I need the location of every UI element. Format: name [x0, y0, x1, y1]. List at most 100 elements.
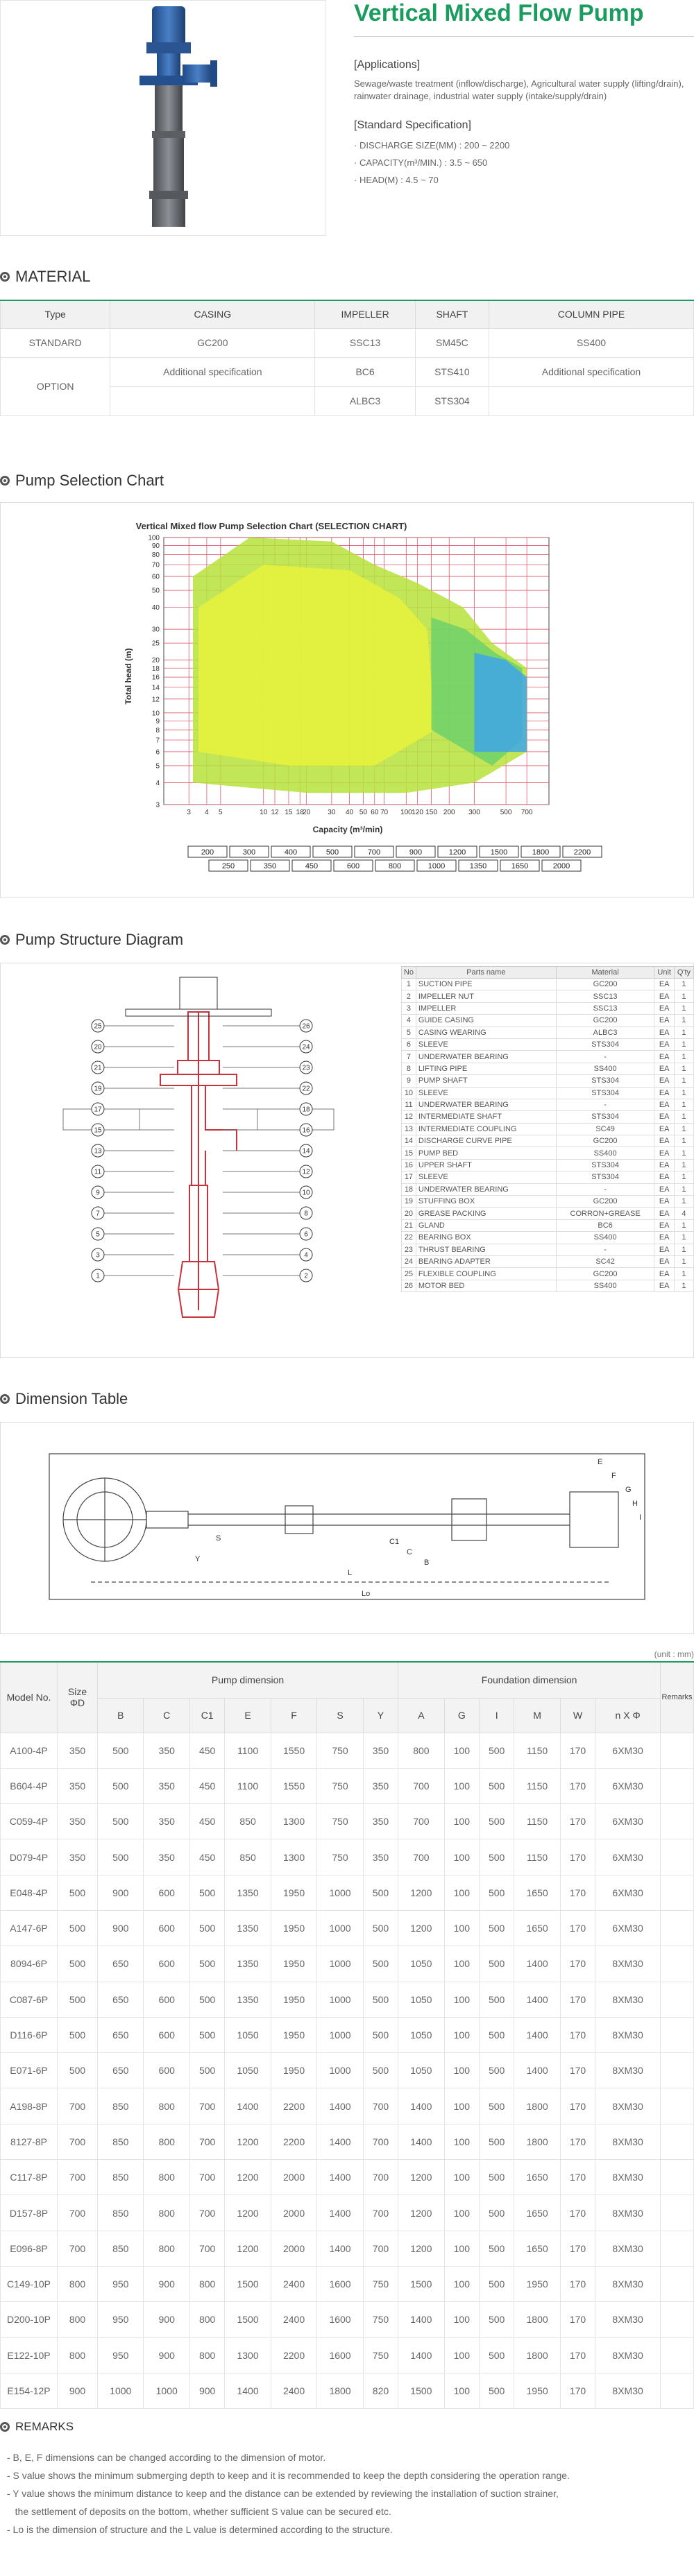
callout-number: 11 — [94, 1169, 102, 1176]
material-table: Type CASING IMPELLER SHAFT COLUMN PIPE S… — [0, 300, 694, 416]
dimension-letter: C1 — [389, 1538, 399, 1546]
dimension-col-header: G — [443, 1697, 480, 1733]
size-box-label: 1650 — [511, 862, 528, 870]
size-box — [291, 859, 332, 872]
size-box-label: 900 — [409, 848, 422, 857]
callout-number: 19 — [94, 1085, 102, 1093]
dimension-letter: L — [348, 1569, 352, 1577]
x-tick-label: 200 — [443, 809, 455, 816]
remarks-cell — [660, 2195, 694, 2231]
y-tick-label: 12 — [152, 696, 160, 703]
dimension-letter: Lo — [362, 1590, 370, 1598]
material-header: Type — [0, 300, 111, 329]
x-tick-label: 60 — [371, 809, 379, 816]
remarks-cell — [660, 2372, 694, 2410]
dimension-col-header: C1 — [189, 1697, 226, 1733]
remarks-cell — [660, 1767, 694, 1805]
size-box — [354, 845, 394, 858]
size-box-label: 350 — [264, 862, 276, 870]
remarks-cell — [660, 1839, 694, 1875]
parts-header: Q'ty — [673, 966, 694, 979]
x-tick-label: 20 — [303, 809, 311, 816]
size-box-label: 1800 — [532, 848, 549, 857]
callout-number: 17 — [94, 1106, 102, 1114]
size-box — [458, 859, 498, 872]
size-box — [479, 845, 519, 858]
parts-header: Material — [555, 966, 655, 979]
parts-header: No — [401, 966, 416, 979]
remarks-cell — [660, 2016, 694, 2054]
dimension-col-header: C — [143, 1697, 190, 1733]
dimension-col-header: F — [270, 1697, 318, 1733]
table-row: STANDARD GC200 SSC13 SM45C SS400 — [0, 327, 694, 358]
dimension-col-header: B — [96, 1697, 144, 1733]
remarks-cell — [660, 2052, 694, 2089]
size-box — [437, 845, 477, 858]
part-callouts: 2520211917151311975312624232218161412108… — [91, 1019, 313, 1282]
x-tick-label: 3 — [187, 809, 191, 816]
remarks-header: Remarks — [660, 1661, 694, 1733]
chart-title: Vertical Mixed flow Pump Selection Chart… — [136, 521, 407, 531]
model-header: Model No. — [0, 1661, 58, 1733]
callout-number: 18 — [302, 1106, 310, 1114]
spec-title: [Standard Specification] — [354, 119, 471, 131]
remarks-heading: REMARKS — [0, 2416, 694, 2437]
remarks-cell — [660, 2337, 694, 2373]
material-header: COLUMN PIPE — [488, 300, 694, 329]
callout-number: 3 — [96, 1252, 100, 1260]
size-box — [375, 859, 415, 872]
size-box-label: 1000 — [428, 862, 445, 870]
y-tick-label: 30 — [152, 626, 160, 634]
product-hero: Vertical Mixed Flow Pump [Applications] … — [0, 0, 694, 239]
table-row: ALBC3 STS304 — [1, 386, 694, 416]
callout-number: 20 — [94, 1044, 102, 1051]
coverage-region — [474, 653, 527, 752]
dimension-letter: F — [611, 1472, 616, 1480]
remarks-list: - B, E, F dimensions can be changed acco… — [7, 2448, 687, 2539]
remarks-cell — [660, 1803, 694, 1840]
callout-number: 7 — [96, 1210, 100, 1218]
callout-number: 9 — [96, 1190, 100, 1197]
y-tick-label: 18 — [152, 665, 160, 673]
callout-number: 10 — [302, 1190, 310, 1197]
callout-number: 4 — [304, 1252, 308, 1260]
size-box-label: 1200 — [449, 848, 466, 857]
parts-header: Unit — [654, 966, 675, 979]
size-box — [500, 859, 540, 872]
bullet-icon — [0, 272, 10, 282]
callout-number: 13 — [94, 1148, 102, 1156]
selection-chart: Vertical Mixed flow Pump Selection Chart… — [124, 521, 602, 872]
size-box-label: 500 — [326, 848, 339, 857]
dimension-letter: C — [407, 1548, 412, 1556]
material-header: IMPELLER — [314, 300, 416, 329]
x-tick-label: 70 — [380, 809, 389, 816]
x-tick-label: 500 — [500, 809, 512, 816]
dimension-col-header: Y — [362, 1697, 399, 1733]
unit-label: (unit : mm) — [654, 1649, 694, 1659]
size-box — [271, 845, 311, 858]
coverage-region — [198, 565, 436, 766]
y-tick-label: 14 — [152, 684, 160, 692]
pump-illustration — [139, 6, 217, 227]
dimension-letter: B — [424, 1559, 429, 1567]
pump-photo — [0, 0, 326, 236]
x-tick-label: 120 — [412, 809, 423, 816]
size-box — [333, 859, 373, 872]
